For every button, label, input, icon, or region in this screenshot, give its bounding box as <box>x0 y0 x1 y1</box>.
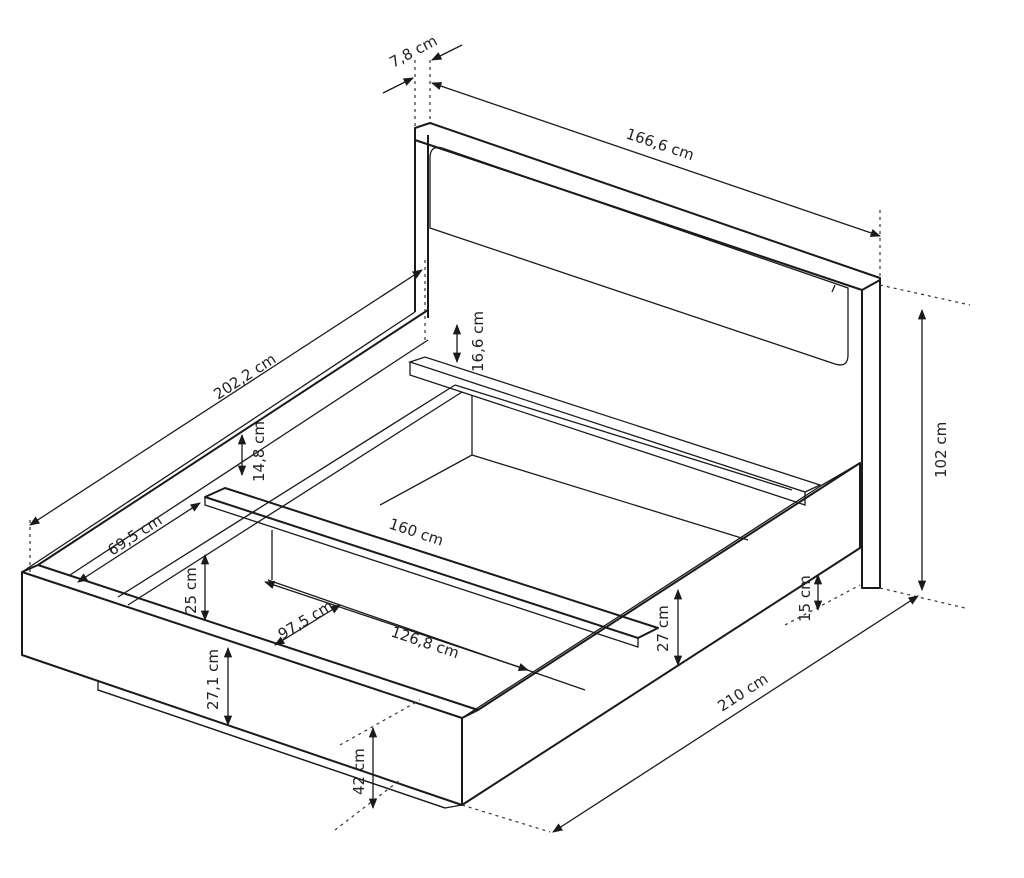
label-floor-to-top: 42 cm <box>350 748 368 795</box>
label-inner-width: 160 cm <box>387 515 446 550</box>
label-inner-depth-front: 69,5 cm <box>104 511 165 559</box>
extension-lines <box>29 60 971 833</box>
label-headboard-thickness: 7,8 cm <box>386 31 440 71</box>
label-leg-clearance: 15 cm <box>796 575 814 622</box>
label-total-length-side: 202,2 cm <box>210 350 279 404</box>
bed-frame <box>21 309 861 809</box>
dimension-arrows <box>29 44 927 833</box>
label-slat-height: 14,8 cm <box>250 421 268 482</box>
label-drawer-depth: 97,5 cm <box>275 597 337 644</box>
label-headboard-width: 166,6 cm <box>624 125 697 164</box>
label-headboard-panel-gap: 16,6 cm <box>469 311 487 372</box>
label-total-height: 102 cm <box>932 422 950 478</box>
label-rail-inner-height: 25 cm <box>182 567 200 614</box>
label-front-panel-height: 27,1 cm <box>204 649 222 710</box>
label-side-rail-height: 27 cm <box>654 605 672 652</box>
label-drawer-width: 126,8 cm <box>389 623 462 662</box>
